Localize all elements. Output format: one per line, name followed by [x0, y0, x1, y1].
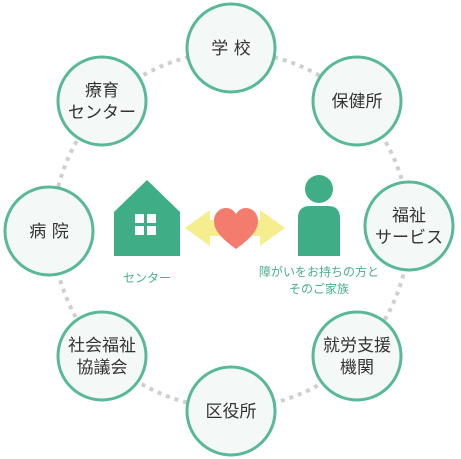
node-social-welfare-council-line1: 社会福祉 [68, 336, 136, 356]
node-rehab-center-line1: 療育 [85, 81, 119, 101]
house-icon [114, 180, 180, 256]
node-employment-support-line2: 機関 [340, 358, 374, 378]
node-rehab-center-line2: センター [68, 103, 136, 123]
node-welfare-service: 福祉 サービス [363, 180, 455, 272]
node-employment-support: 就労支援 機関 [311, 310, 403, 402]
person-label-line1: 障がいをお持ちの方と [259, 264, 379, 279]
person-icon [298, 175, 340, 256]
node-welfare-service-line2: サービス [375, 228, 443, 248]
node-welfare-service-line1: 福祉 [392, 206, 426, 226]
node-social-welfare-council-line2: 協議会 [77, 358, 128, 378]
node-hospital: 病 院 [3, 185, 95, 277]
node-health-center: 保健所 [311, 55, 403, 147]
node-school: 学 校 [185, 2, 277, 94]
node-ward-office-label: 区役所 [206, 402, 257, 422]
house-label: センター [123, 271, 171, 285]
node-hospital-label: 病 院 [29, 222, 68, 242]
node-health-center-label: 保健所 [332, 92, 383, 112]
node-school-label: 学 校 [211, 39, 250, 59]
person-label-line2: そのご家族 [289, 281, 349, 296]
node-ward-office: 区役所 [185, 365, 277, 457]
node-rehab-center: 療育 センター [56, 55, 148, 147]
node-employment-support-line1: 就労支援 [323, 336, 391, 356]
node-social-welfare-council: 社会福祉 協議会 [56, 310, 148, 402]
heart-icon [214, 208, 258, 249]
